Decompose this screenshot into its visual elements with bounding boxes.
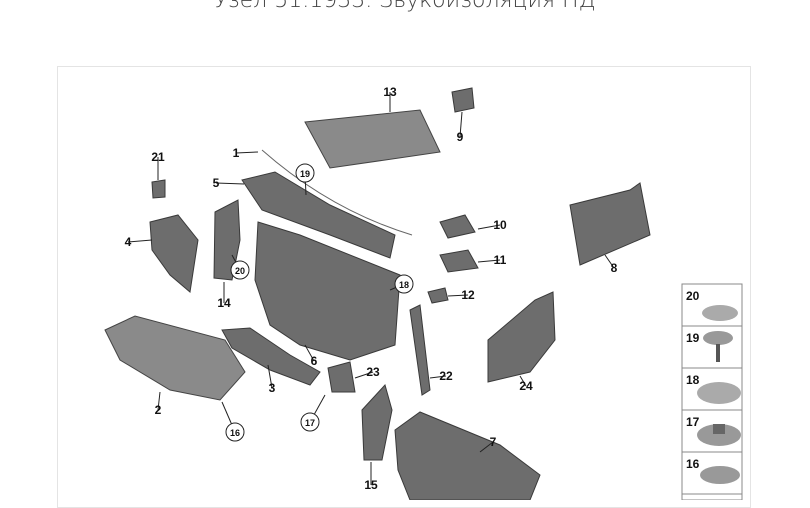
callout-12[interactable]: 12: [447, 288, 475, 302]
callout-10[interactable]: 10: [477, 218, 507, 232]
leader-line: [304, 344, 315, 362]
clip-20-icon: [702, 305, 738, 321]
callout-14[interactable]: 14: [217, 282, 231, 310]
callout-circle: [295, 163, 315, 183]
part-3-shape[interactable]: [221, 327, 321, 386]
callout-label: 6: [311, 354, 318, 368]
callout-6[interactable]: 6: [304, 344, 318, 368]
callout-circle: [394, 274, 414, 294]
legend-label-19: 19: [686, 331, 700, 345]
callout-7[interactable]: 7: [479, 435, 497, 453]
legend-label-20: 20: [686, 289, 700, 303]
page-title: Узел 51.1933. Звукоизоляция ПД: [214, 0, 596, 13]
callout-21[interactable]: 21: [151, 150, 165, 180]
callout-8[interactable]: 8: [604, 254, 618, 275]
legend-label-18: 18: [686, 373, 700, 387]
part-14-shape[interactable]: [213, 199, 241, 281]
leader-line: [477, 224, 501, 230]
callout-label: 17: [305, 418, 315, 428]
callout-18[interactable]: 18: [389, 274, 414, 294]
callout-label: 12: [461, 288, 475, 302]
callout-label: 13: [383, 85, 397, 99]
callout-label: 3: [269, 381, 276, 395]
part-4-shape[interactable]: [149, 214, 199, 293]
callout-label: 11: [494, 253, 507, 267]
part-5-shape[interactable]: [241, 171, 396, 259]
callout-24[interactable]: 24: [519, 375, 533, 393]
fastener-legend: [681, 283, 743, 500]
callout-17[interactable]: 17: [300, 394, 326, 432]
expanding-rivet-19-icon: [703, 331, 733, 345]
part-8-shape[interactable]: [569, 182, 651, 266]
part-11-shape[interactable]: [439, 249, 479, 273]
callout-label: 5: [213, 176, 220, 190]
part-10-shape[interactable]: [439, 214, 476, 239]
callout-label: 19: [300, 169, 310, 179]
callout-label: 24: [519, 379, 533, 393]
callout-label: 7: [490, 435, 497, 449]
callout-label: 2: [155, 403, 162, 417]
legend-label-16: 16: [686, 457, 700, 471]
leader-line: [477, 259, 501, 263]
part-2-shape[interactable]: [104, 315, 246, 401]
callout-4[interactable]: 4: [125, 235, 153, 249]
callout-label: 18: [399, 280, 409, 290]
part-22-shape[interactable]: [409, 304, 431, 396]
callout-5[interactable]: 5: [213, 176, 245, 190]
callout-label: 10: [493, 218, 507, 232]
callout-label: 4: [125, 235, 132, 249]
callout-label: 21: [151, 150, 165, 164]
callout-label: 14: [217, 296, 231, 310]
leader-line: [354, 371, 374, 379]
callout-3[interactable]: 3: [267, 364, 276, 395]
part-12-shape[interactable]: [427, 287, 449, 304]
callout-label: 22: [439, 369, 453, 383]
part-6-shape[interactable]: [254, 221, 401, 361]
callout-1[interactable]: 1: [233, 146, 259, 160]
leader-line: [519, 375, 527, 387]
callout-circle: [230, 260, 250, 280]
leader-line: [447, 294, 469, 297]
leader-line: [459, 111, 463, 138]
leader-line: [157, 391, 161, 411]
callout-circle: [300, 412, 320, 432]
callout-13[interactable]: 13: [383, 85, 397, 112]
leader-line: [235, 151, 259, 154]
part-13-shape[interactable]: [304, 109, 441, 169]
part-7-shape[interactable]: [394, 411, 541, 500]
callout-label: 16: [230, 428, 240, 438]
part-9-shape[interactable]: [451, 87, 475, 113]
callout-label: 23: [366, 365, 380, 379]
leader-line: [127, 239, 153, 243]
callout-circle: [225, 422, 245, 442]
washer-18-icon: [697, 382, 741, 404]
callout-label: 15: [364, 478, 378, 492]
callout-label: 1: [233, 146, 240, 160]
leader-line: [215, 182, 245, 185]
callout-20[interactable]: 20: [230, 254, 250, 280]
callout-label: 9: [457, 130, 464, 144]
callout-11[interactable]: 11: [477, 253, 507, 267]
leader-line: [267, 364, 273, 389]
callout-9[interactable]: 9: [457, 111, 464, 144]
callout-22[interactable]: 22: [429, 369, 453, 383]
callout-label: 20: [235, 266, 245, 276]
nut-17-icon: [697, 424, 741, 446]
leader-line: [429, 375, 447, 379]
part-21-shape[interactable]: [151, 179, 166, 199]
callout-15[interactable]: 15: [364, 462, 378, 492]
part-23-shape[interactable]: [327, 361, 356, 393]
part-24-shape[interactable]: [487, 291, 556, 383]
part-15-shape[interactable]: [361, 384, 393, 461]
part-1-shape[interactable]: [261, 149, 413, 236]
callout-2[interactable]: 2: [155, 391, 162, 417]
callout-label: 8: [611, 261, 618, 275]
leader-line: [479, 441, 494, 453]
callout-19[interactable]: 19: [295, 163, 315, 196]
callout-16[interactable]: 16: [221, 401, 245, 442]
callout-23[interactable]: 23: [354, 365, 380, 379]
legend-label-17: 17: [686, 415, 700, 429]
clip-16-icon: [700, 466, 740, 484]
leader-line: [604, 254, 615, 269]
